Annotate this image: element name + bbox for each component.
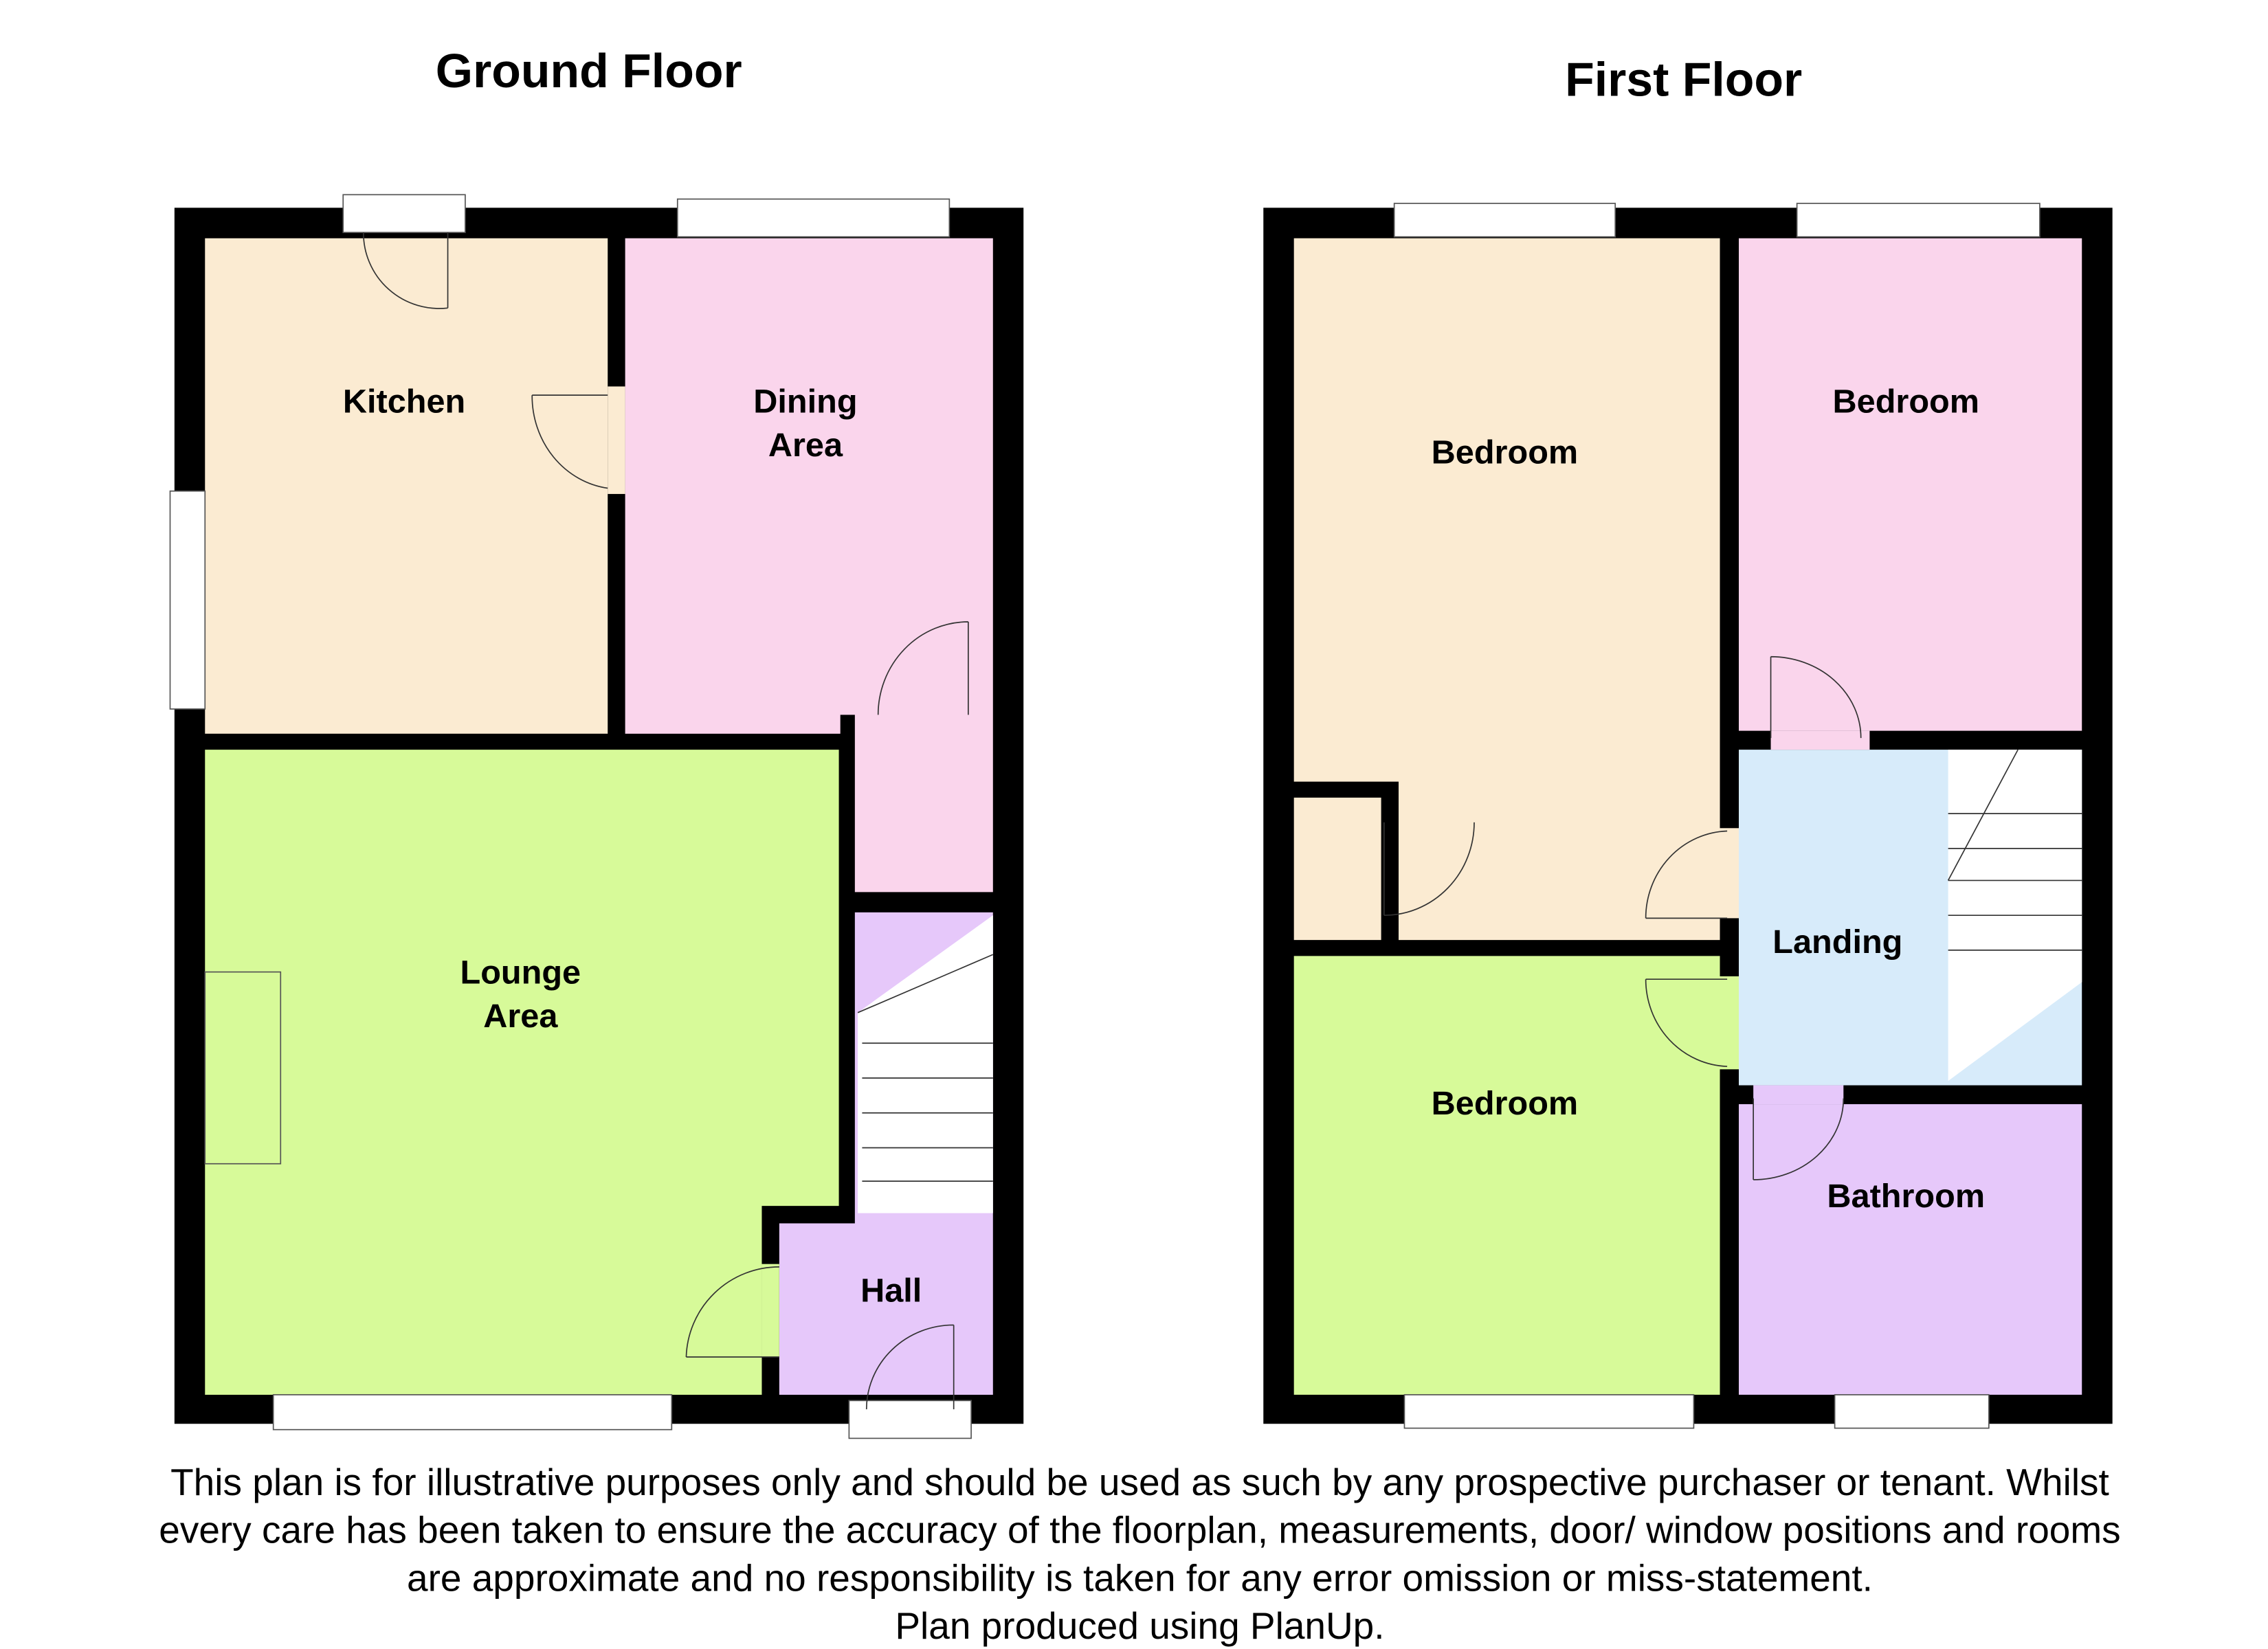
bedroom-3-window xyxy=(1403,1394,1695,1429)
room-label-bedroom-2: Bedroom xyxy=(1833,383,1979,420)
door-arc xyxy=(1383,822,1475,917)
disclaimer-line: This plan is for illustrative purposes o… xyxy=(170,1461,2109,1503)
kitchen-side-window xyxy=(169,490,206,710)
bathroom-window xyxy=(1834,1394,1990,1429)
disclaimer-line: every care has been taken to ensure the … xyxy=(159,1509,2120,1551)
room-label-kitchen: Kitchen xyxy=(343,383,465,420)
door-arc xyxy=(865,1324,955,1410)
doorway xyxy=(1720,828,1739,919)
room-label-dining: Dining xyxy=(753,383,857,420)
room-label-bathroom: Bathroom xyxy=(1827,1178,1985,1215)
disclaimer: This plan is for illustrative purposes o… xyxy=(159,1461,2120,1647)
door-arc xyxy=(1645,830,1728,919)
bathroom-room xyxy=(1739,1104,2082,1395)
dining-window xyxy=(676,198,950,238)
kitchen-room xyxy=(205,238,608,734)
ground-floor-title: Ground Floor xyxy=(436,44,742,98)
dining-room xyxy=(625,238,993,893)
disclaimer-line: Plan produced using PlanUp. xyxy=(895,1604,1384,1647)
front-door xyxy=(848,1400,972,1439)
door-arc xyxy=(1753,1098,1845,1180)
room-label-hall: Hall xyxy=(860,1272,922,1310)
bedroom-1-window xyxy=(1393,203,1616,238)
door-arc xyxy=(1770,655,1862,739)
room-label-lounge: Lounge xyxy=(460,954,581,991)
first-floor-title: First Floor xyxy=(1565,53,1802,106)
room-label-bedroom-3: Bedroom xyxy=(1432,1085,1578,1122)
ground-floor-plan: Kitchen Dining Area Lounge Area Hall xyxy=(169,194,1024,1439)
doorway xyxy=(1753,1085,1844,1105)
kitchen-back-door xyxy=(342,194,466,234)
lounge-hall-doorway xyxy=(761,1264,779,1357)
room-label-lounge-2: Area xyxy=(483,998,558,1035)
door-arc xyxy=(362,232,449,309)
room-label-bedroom-1: Bedroom xyxy=(1432,434,1578,471)
doorway xyxy=(1720,976,1739,1070)
staircase xyxy=(858,915,993,1213)
room-label-landing: Landing xyxy=(1772,923,1902,961)
stair-treads xyxy=(857,954,994,1182)
bedroom-2-room xyxy=(1739,238,2082,731)
door-arc xyxy=(531,394,608,489)
door-arc xyxy=(877,621,969,715)
bedroom-2-window xyxy=(1796,203,2041,238)
room-label-dining-2: Area xyxy=(768,427,843,464)
kitchen-dining-doorway xyxy=(608,386,625,494)
disclaimer-line: are approximate and no responsibility is… xyxy=(407,1556,1873,1599)
bedroom-3-room xyxy=(1293,956,1720,1395)
doorway xyxy=(1770,730,1870,750)
landing-stair-treads xyxy=(1947,749,2082,951)
door-arc xyxy=(685,1266,779,1358)
lounge-room xyxy=(205,750,839,1395)
first-floor-plan: Bedroom Bedroom Landing Bedroom Bathroom xyxy=(1263,203,2113,1429)
bedroom-1-room xyxy=(1293,238,1720,941)
door-arc xyxy=(1645,978,1728,1067)
cupboard xyxy=(1293,797,1381,941)
fireplace xyxy=(204,971,282,1165)
lounge-window xyxy=(272,1394,673,1431)
